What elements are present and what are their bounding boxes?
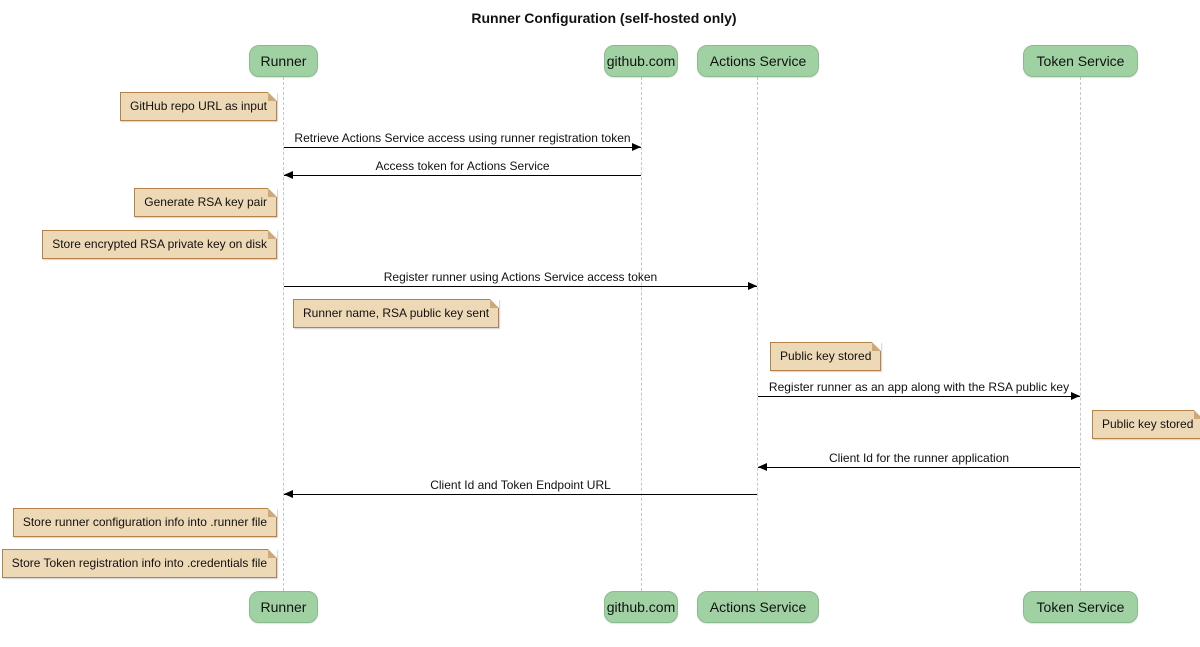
note-public-key-stored-ts: Public key stored <box>1092 410 1200 439</box>
message-line <box>284 147 641 148</box>
message-label: Register runner as an app along with the… <box>768 380 1070 394</box>
participant-label: Runner <box>260 599 307 615</box>
note-generate-rsa: Generate RSA key pair <box>134 188 277 217</box>
participant-runner-top: Runner <box>249 45 318 77</box>
note-store-runner-file: Store runner configuration info into .ru… <box>12 508 278 537</box>
note-runner-name-sent: Runner name, RSA public key sent <box>293 299 500 328</box>
participant-github-top: github.com <box>604 45 678 77</box>
note-store-credentials: Store Token registration info into .cred… <box>1 549 278 578</box>
note-github-repo-url: GitHub repo URL as input <box>120 92 277 121</box>
message-line <box>284 494 757 495</box>
arrowhead-icon <box>284 490 293 498</box>
participant-actions-service-bottom: Actions Service <box>697 591 819 623</box>
participant-label: Token Service <box>1036 599 1125 615</box>
participant-label: Actions Service <box>709 53 807 69</box>
message-line <box>284 175 641 176</box>
arrowhead-icon <box>632 143 641 151</box>
participant-token-service-bottom: Token Service <box>1023 591 1138 623</box>
arrowhead-icon <box>284 171 293 179</box>
participant-label: github.com <box>606 599 676 615</box>
participant-label: Runner <box>260 53 307 69</box>
lifeline-runner <box>283 77 284 591</box>
message-label: Register runner using Actions Service ac… <box>383 270 658 284</box>
arrowhead-icon <box>748 282 757 290</box>
note-public-key-stored-as: Public key stored <box>770 342 882 371</box>
lifeline-token-service <box>1080 77 1081 591</box>
lifeline-actions-service <box>757 77 758 591</box>
participant-runner-bottom: Runner <box>249 591 318 623</box>
participant-label: Actions Service <box>709 599 807 615</box>
lifeline-github <box>641 77 642 591</box>
participant-actions-service-top: Actions Service <box>697 45 819 77</box>
arrowhead-icon <box>1071 392 1080 400</box>
participant-github-bottom: github.com <box>604 591 678 623</box>
participant-label: github.com <box>606 53 676 69</box>
diagram-title: Runner Configuration (self-hosted only) <box>471 10 737 26</box>
message-label: Client Id for the runner application <box>828 451 1010 465</box>
arrowhead-icon <box>758 463 767 471</box>
message-label: Client Id and Token Endpoint URL <box>430 478 611 492</box>
note-store-private-key: Store encrypted RSA private key on disk <box>42 230 277 259</box>
message-label: Access token for Actions Service <box>375 159 550 173</box>
participant-token-service-top: Token Service <box>1023 45 1138 77</box>
message-line <box>758 467 1080 468</box>
message-line <box>758 396 1080 397</box>
participant-label: Token Service <box>1036 53 1125 69</box>
message-label: Retrieve Actions Service access using ru… <box>294 131 631 145</box>
message-line <box>284 286 757 287</box>
